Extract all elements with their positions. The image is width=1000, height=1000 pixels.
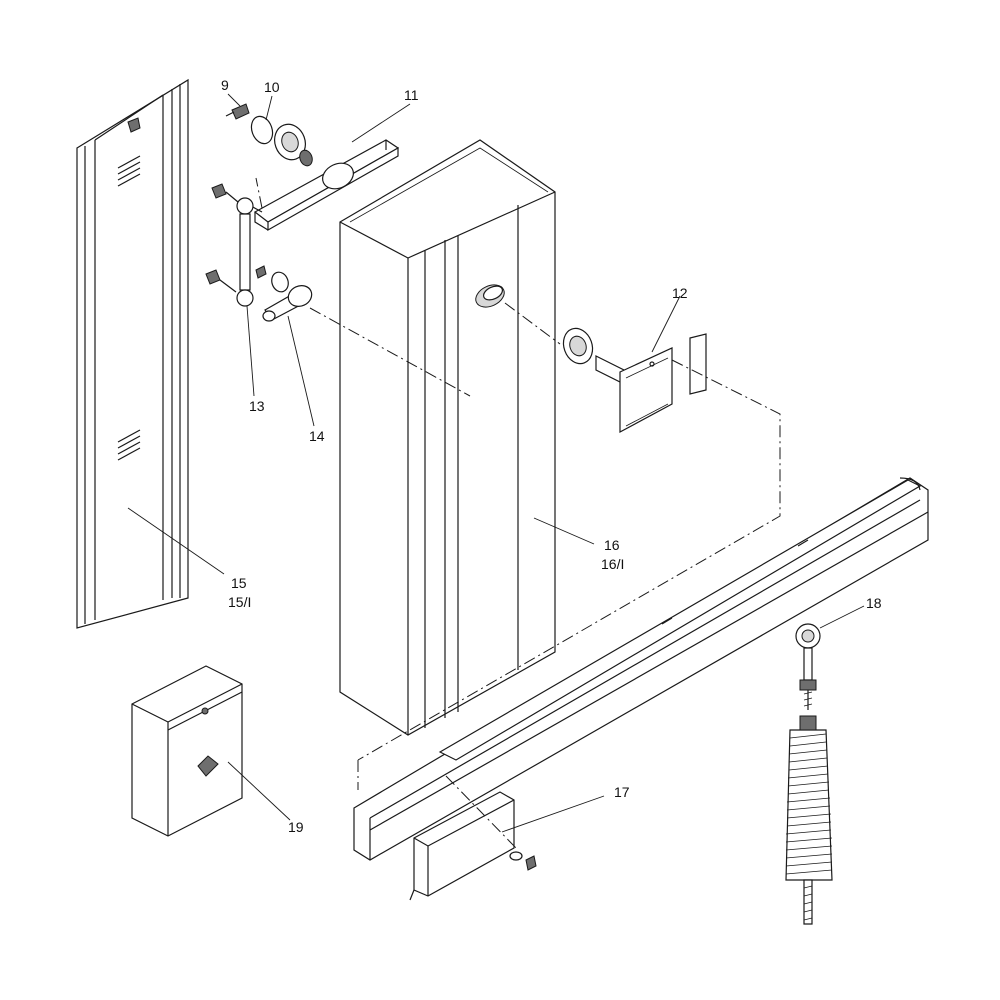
control-box-part-19 <box>131 665 243 837</box>
column-housing-part-16 <box>339 139 556 736</box>
callout-15i: 15/I <box>228 594 251 610</box>
bearing-part-10 <box>250 115 313 167</box>
barrier-boom-part-17 <box>353 477 929 901</box>
lever-arm-part-11 <box>239 139 400 232</box>
connecting-rod-part-13 <box>205 183 267 307</box>
callout-14: 14 <box>309 428 325 444</box>
callout-17: 17 <box>614 784 630 800</box>
callout-18: 18 <box>866 595 882 611</box>
callout-16: 16 <box>604 537 620 553</box>
callout-13: 13 <box>249 398 265 414</box>
callout-10: 10 <box>264 79 280 95</box>
leader-lines <box>127 93 865 833</box>
assembly-lines <box>255 177 781 851</box>
callout-11: 11 <box>404 87 419 103</box>
callout-19: 19 <box>288 819 304 835</box>
shaft-flange-part-12 <box>562 327 707 434</box>
vent-top <box>117 155 141 187</box>
spring-coils <box>785 733 833 875</box>
callout-labels: 9 10 11 12 13 14 15 15/I 16 16/I 17 18 1… <box>221 77 882 835</box>
crank-arm-part-14 <box>262 271 313 322</box>
bolt-part-9 <box>225 103 250 120</box>
spring-rod-part-18 <box>785 623 833 925</box>
callout-15: 15 <box>231 575 247 591</box>
callout-12: 12 <box>672 285 688 301</box>
callout-9: 9 <box>221 77 229 93</box>
callout-16i: 16/I <box>601 556 624 572</box>
door-panel-part-15 <box>76 78 189 629</box>
vent-bottom <box>117 429 141 461</box>
